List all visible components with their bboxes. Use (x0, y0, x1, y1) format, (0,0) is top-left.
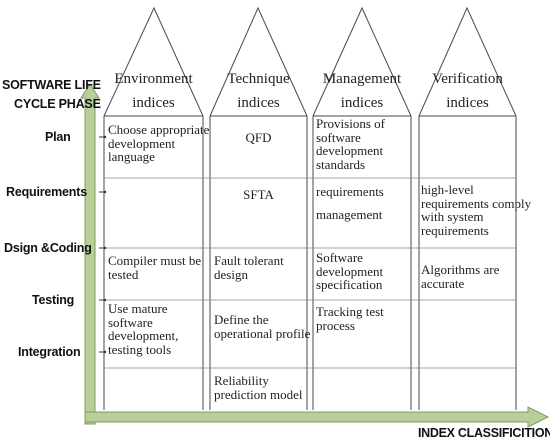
column-shape-verification (418, 6, 517, 117)
phase-label-requirements: Requirements (6, 185, 87, 199)
column-title-environment: Environment (114, 71, 193, 87)
column-shape-technique (209, 6, 308, 117)
y-axis-arrow (80, 83, 100, 425)
cell-management-requirements-1: requirements (316, 184, 384, 199)
x-axis-arrow (84, 406, 550, 428)
cell-verification-design: Algorithms are accurate (421, 262, 500, 291)
column-title-management: Management (322, 71, 402, 87)
y-axis-title-line1: SOFTWARE LIFE (2, 78, 101, 92)
y-axis-title-line2: CYCLE PHASE (14, 97, 101, 111)
phase-tick-dots (103, 135, 107, 354)
cell-verification-requirements: high-level requirements comply with syst… (421, 182, 532, 238)
cell-environment-design: Compiler must be tested (108, 253, 202, 282)
cell-management-design: Software development specification (316, 250, 384, 292)
column-subtitle-verification: indices (446, 95, 489, 111)
x-axis-title: INDEX CLASSIFICITION (418, 426, 550, 440)
column-subtitle-technique: indices (237, 95, 280, 111)
phase-label-testing: Testing (32, 293, 75, 307)
cell-environment-plan: Choose appropriate development language (108, 122, 210, 164)
cell-technique-testing: Define the operational profile (214, 312, 311, 341)
phase-label-plan: Plan (45, 130, 71, 144)
column-subtitle-management: indices (340, 95, 384, 111)
row-dividers (104, 177, 516, 369)
cell-technique-design: Fault tolerant design (214, 253, 284, 282)
column-title-verification: Verification (432, 71, 503, 87)
column-subtitle-environment: indices (132, 95, 175, 111)
cell-management-requirements-2: management (316, 207, 383, 222)
phase-label-design-coding: Dsign &Coding (4, 241, 92, 255)
cell-environment-testing: Use mature software development, testing… (108, 301, 179, 357)
cell-management-testing: Tracking test process (316, 304, 384, 333)
column-title-technique: Technique (227, 71, 290, 87)
phase-label-integration: Integration (18, 345, 81, 359)
cell-technique-integration: Reliability prediction model (214, 373, 303, 402)
cell-management-plan: Provisions of software development stand… (316, 116, 385, 172)
cell-technique-plan: QFD (245, 130, 272, 145)
cell-technique-requirements: SFTA (243, 187, 274, 202)
column-shape-management (312, 6, 412, 117)
